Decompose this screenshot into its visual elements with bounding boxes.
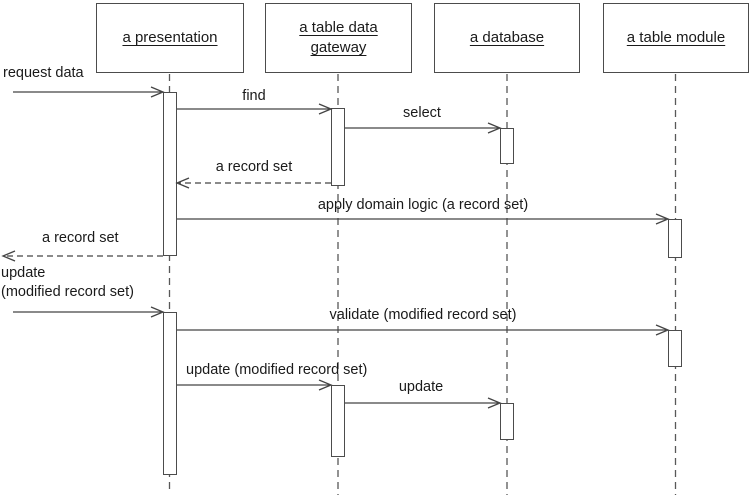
activation-table-module-1 (668, 219, 682, 258)
message-label-validate: validate (modified record set) (329, 307, 517, 323)
arrowhead-apply-domain-logic (655, 213, 670, 225)
activation-database-2 (500, 403, 514, 440)
actor-label-table-module: a table module (626, 29, 726, 46)
message-label-apply-domain-logic: apply domain logic (a record set) (317, 197, 529, 213)
message-label-update-db: update (398, 379, 444, 395)
arrowhead-request-data (150, 86, 165, 98)
arrowhead-validate (655, 324, 670, 336)
activation-gateway-1 (331, 108, 345, 186)
activation-presentation-2 (163, 312, 177, 475)
message-label-update-request: update (modified record set) (1, 264, 134, 302)
message-label-update-request-line2: (modified record set) (1, 284, 134, 300)
actor-box-database: a database (434, 3, 580, 73)
arrowhead-find (318, 103, 333, 115)
message-label-return-record-set: a record set (215, 159, 293, 175)
actor-label-table-data-gateway-line2: gateway (310, 39, 367, 56)
arrowhead-return-record-set (175, 177, 190, 189)
activation-database-1 (500, 128, 514, 164)
message-label-find: find (242, 88, 266, 104)
message-label-select: select (403, 105, 441, 121)
arrowhead-update-modified (318, 379, 333, 391)
message-label-update-request-line1: update (1, 265, 46, 281)
actor-label-presentation: a presentation (122, 29, 218, 46)
message-label-update-modified: update (modified record set) (186, 362, 368, 378)
actor-box-presentation: a presentation (96, 3, 244, 73)
activation-table-module-2 (668, 330, 682, 367)
actor-label-table-data-gateway-line1: a table data (299, 19, 378, 36)
activation-presentation-1 (163, 92, 177, 256)
arrowhead-select (487, 122, 502, 134)
message-label-return-record-set-2: a record set (42, 230, 119, 246)
actor-box-table-module: a table module (603, 3, 749, 73)
actor-box-table-data-gateway: a table data gateway (265, 3, 412, 73)
arrowhead-return-record-set-2 (1, 250, 16, 262)
arrowhead-update-db (487, 397, 502, 409)
actor-label-database: a database (469, 29, 545, 46)
arrowhead-update-request (150, 306, 165, 318)
activation-gateway-2 (331, 385, 345, 457)
message-label-request-data: request data (3, 65, 84, 81)
